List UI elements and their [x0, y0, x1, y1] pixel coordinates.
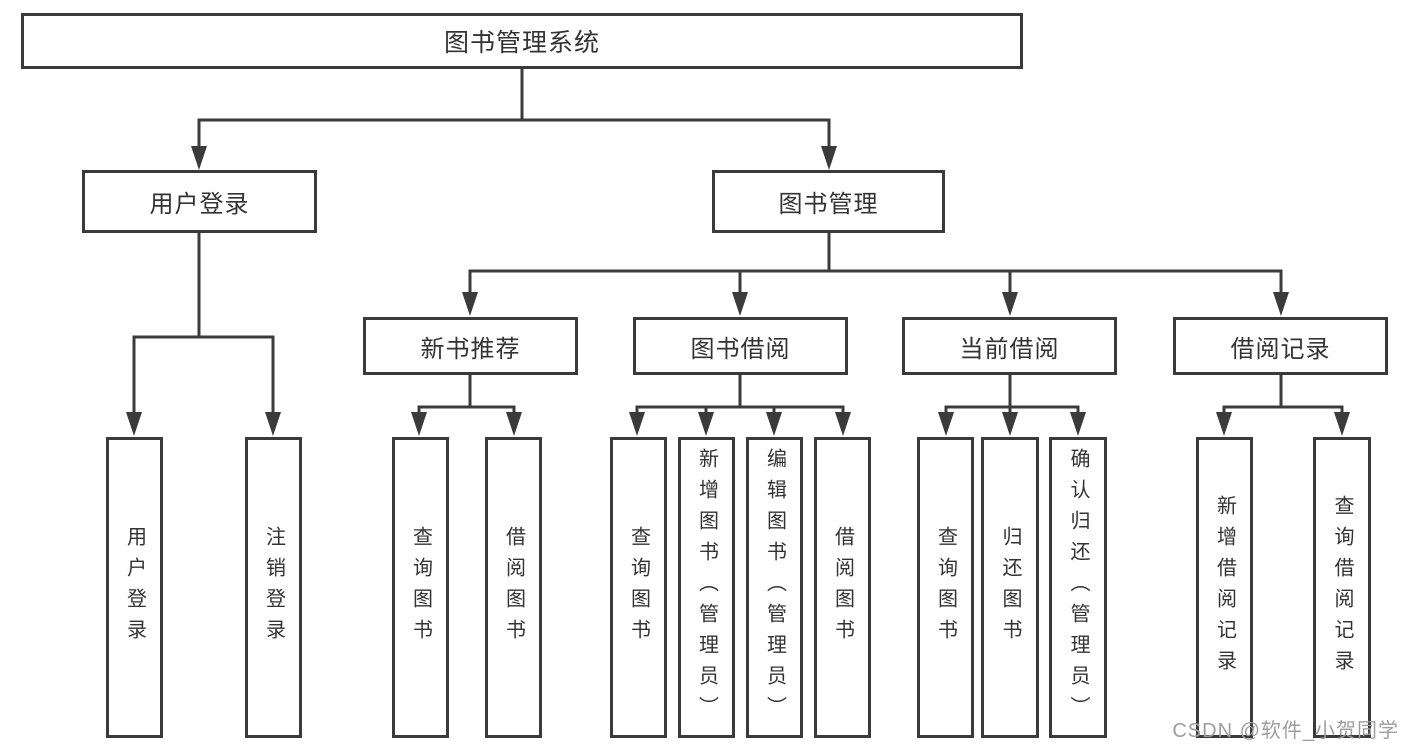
node-book-management: 图书管理 — [712, 170, 945, 233]
node-label: 查询图书 — [934, 525, 957, 650]
leaf-logout: 注销登录 — [245, 437, 302, 738]
leaf-query-borrow-record: 查询借阅记录 — [1313, 437, 1371, 738]
node-label: 查询图书 — [409, 525, 432, 650]
leaf-query-books-recommend: 查询图书 — [392, 437, 449, 738]
csdn-watermark: CSDN @软件_小贺同学 — [1172, 720, 1399, 742]
node-current-borrowing: 当前借阅 — [902, 317, 1117, 375]
node-label: 归还图书 — [999, 525, 1021, 650]
leaf-borrow-books-recommend: 借阅图书 — [485, 437, 542, 738]
node-label: 当前借阅 — [959, 335, 1060, 363]
node-label: 图书借阅 — [690, 335, 791, 363]
leaf-user-login: 用户登录 — [106, 437, 163, 738]
node-label: 编辑图书（管理员） — [763, 448, 786, 727]
leaf-borrow-books-borrowing: 借阅图书 — [814, 437, 871, 738]
node-label: 用户登录 — [123, 525, 146, 650]
node-label: 查询图书 — [627, 525, 650, 650]
node-label: 新增借阅记录 — [1213, 494, 1236, 681]
node-borrowing-records: 借阅记录 — [1173, 317, 1388, 375]
leaf-add-book-admin: 新增图书（管理员） — [678, 437, 735, 738]
node-label: 新书推荐 — [420, 335, 521, 363]
node-book-borrowing: 图书借阅 — [633, 317, 848, 375]
node-label: 查询借阅记录 — [1331, 494, 1353, 681]
node-label: 借阅图书 — [831, 525, 854, 650]
node-label: 图书管理系统 — [443, 29, 600, 57]
node-label: 新增图书（管理员） — [695, 448, 718, 727]
node-label: 借阅记录 — [1230, 335, 1331, 363]
leaf-query-books-borrowing: 查询图书 — [610, 437, 667, 738]
node-user-login: 用户登录 — [82, 170, 317, 233]
node-label: 注销登录 — [262, 525, 285, 650]
leaf-add-borrow-record: 新增借阅记录 — [1196, 437, 1253, 738]
node-label: 图书管理 — [778, 191, 879, 218]
node-library-system: 图书管理系统 — [21, 13, 1023, 69]
node-label: 确认归还（管理员） — [1067, 448, 1089, 727]
node-new-book-recommend: 新书推荐 — [363, 317, 578, 375]
node-label: 用户登录 — [149, 191, 250, 218]
leaf-edit-book-admin: 编辑图书（管理员） — [746, 437, 803, 738]
node-label: 借阅图书 — [502, 525, 525, 650]
leaf-query-books-current: 查询图书 — [917, 437, 974, 738]
leaf-confirm-return-admin: 确认归还（管理员） — [1049, 437, 1107, 738]
leaf-return-books: 归还图书 — [981, 437, 1039, 738]
